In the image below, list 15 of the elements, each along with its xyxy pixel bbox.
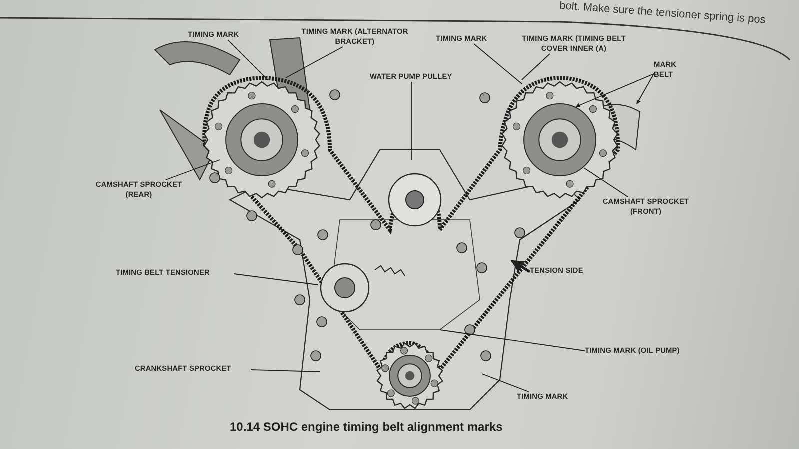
leader-line [234, 274, 318, 286]
leader-line [440, 330, 586, 352]
leader-line [474, 44, 522, 84]
leader-line [166, 160, 220, 180]
leader-line [510, 260, 531, 274]
leader-line [228, 40, 268, 80]
leader-line [286, 46, 344, 78]
leader-line [482, 374, 530, 392]
page-text: bolt. Make sure the tensioner spring is pos [559, 0, 766, 26]
leader-line [522, 54, 550, 80]
leader-line [576, 74, 654, 108]
leader-line [636, 74, 654, 104]
leader-line [584, 168, 628, 198]
figure-caption: 10.14 SOHC engine timing belt alignment marks [230, 420, 503, 434]
leader-line [250, 370, 320, 372]
